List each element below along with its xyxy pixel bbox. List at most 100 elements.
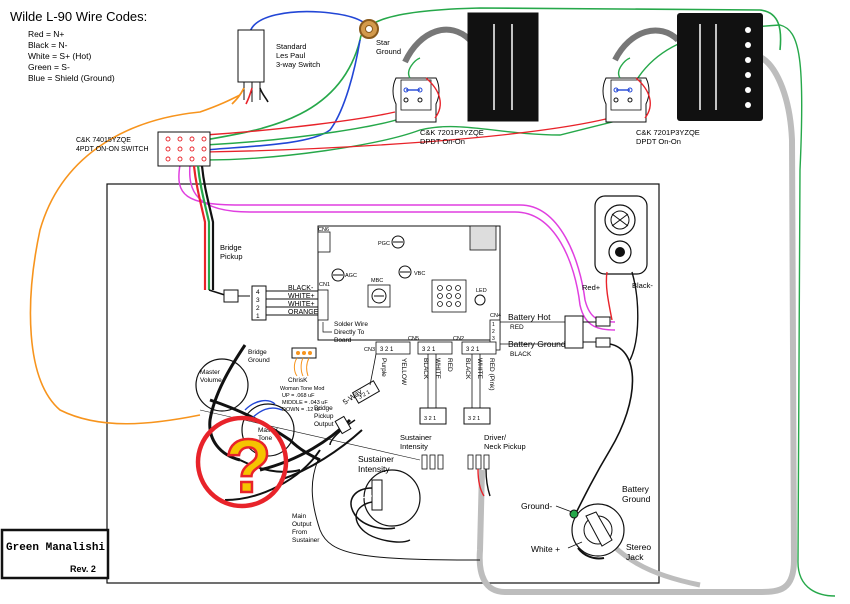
dpdt-switch-right: C&K 7201P3YZQE DPDT On-On [602, 57, 700, 146]
pickup-neck [467, 12, 539, 122]
five-way-plug-pins: 3 2 1 [358, 390, 372, 401]
main-output-label: Main [292, 513, 306, 520]
mbc-trimmer: MBC [367, 278, 391, 308]
sustainer-plug-pins: 3 2 1 [424, 416, 436, 422]
cn1-wire-label: ORANGE [288, 309, 319, 316]
driver-plug: 3 2 1 Driver/ Neck Pickup [463, 354, 526, 497]
battery-ground-jack-label: Ground [622, 494, 651, 504]
control-cavity-outline [106, 183, 660, 584]
cn4-pin: 3 [492, 336, 495, 342]
sustainer-intensity-top-label: Sustainer [400, 433, 432, 442]
cn1-wire-label: BLACK- [288, 285, 314, 292]
blue-wire-down [204, 39, 361, 151]
vbc-label: VBC [414, 271, 425, 277]
dpdt-left-label: C&K 7201P3YZQE [420, 128, 484, 137]
green-manalishi-logo: Green Manalishi Rev. 2 [0, 528, 110, 580]
cn3-wire-yellow: YELLOW [400, 358, 407, 386]
battery-connector: Battery Hot RED Battery Ground BLACK [500, 312, 611, 358]
sustainer-intensity-label: Sustainer [358, 454, 394, 464]
agc-label: AGC [345, 273, 357, 279]
cn2-wire: RED (Pink) [488, 358, 495, 391]
cn5-wire: RED [446, 358, 453, 372]
sustainer-board: CN6 CN1 AGC PGC MBC VBC [317, 225, 501, 351]
bridge-pickup-label: Pickup [220, 252, 243, 261]
dip-pads [431, 279, 467, 313]
green-wire-lower [204, 24, 836, 597]
dpdt-right-label: C&K 7201P3YZQE [636, 128, 700, 137]
pgc-trimmer: PGC [378, 235, 405, 249]
battery-black-wire [629, 271, 639, 361]
main-output-label: From [292, 529, 307, 536]
bridge-output-label: Bridge [314, 405, 333, 412]
cn1-pin: 2 [256, 305, 260, 312]
question-overlay: ? [195, 415, 289, 510]
chrisk-label: DOWN = .12 uF [282, 407, 322, 413]
driver-label: Neck Pickup [484, 442, 526, 451]
blue-wire [249, 10, 371, 33]
battery-red-plus: Red+ [582, 283, 601, 292]
cn2-pins: 3 2 1 [466, 347, 480, 353]
battery-ground-wire: BLACK [510, 351, 532, 358]
legend-item: Blue = Shield (Ground) [28, 73, 115, 83]
stereo-jack-label: Jack [626, 552, 644, 562]
logo-rev: Rev. 2 [70, 564, 96, 574]
battery-ground-wire-path [574, 343, 634, 516]
wire-to-dpdt-left-green [204, 114, 411, 146]
cn2-wire: WHITE [476, 358, 483, 380]
cn3-wire-purple: Purple [380, 358, 387, 377]
pickup-pole-pieces [745, 27, 751, 108]
pickup-bridge [677, 13, 763, 121]
battery-hot-wire: RED [510, 324, 524, 331]
driver-label: Driver/ [484, 433, 507, 442]
question-mark: ? [225, 424, 271, 509]
main-output-label: Output [292, 521, 312, 528]
master-volume-label: Volume [200, 377, 222, 384]
battery-ground-jack-label: Battery [622, 484, 650, 494]
bottom-headers: CN3 3 2 1 CN5 3 2 1 CN2 3 2 1 [364, 336, 497, 355]
pickup-cable-right [612, 27, 681, 62]
logo-name: Green Manalishi [6, 542, 105, 554]
cn3-label: CN3 [364, 347, 375, 353]
five-way-plug: 3 2 1 5-Way [341, 353, 381, 407]
bridge-pickup-lead: Bridge Pickup 4 3 2 1 BLACK- WHITE+ WHIT… [208, 243, 320, 321]
sustainer-intensity-plug: 3 2 1 Sustainer Intensity [400, 354, 447, 470]
battery-black-minus: Black- [632, 281, 653, 290]
dpdt-left-label: DPDT On-On [420, 137, 465, 146]
gray-shield-cable [476, 52, 798, 595]
cn1-pin: 1 [256, 313, 260, 320]
cn2-wire: BLACK [464, 358, 471, 380]
master-tone-label: Master [258, 427, 279, 434]
cn1-wire-label: WHITE+ [288, 293, 315, 300]
chrisk-label: MIDDLE = .043 uF [282, 400, 328, 406]
legend-item: Red = N+ [28, 29, 64, 39]
stereo-jack: Stereo Jack Ground- White + Battery Grou… [521, 484, 651, 562]
master-volume-label: Master [200, 369, 221, 376]
bridge-ground-label: Ground [248, 357, 270, 364]
bridge-output-plug [334, 415, 352, 435]
jack-ground-label: Ground- [521, 501, 552, 511]
three-way-switch-label: Les Paul [276, 51, 306, 60]
sustainer-intensity-top-label: Intensity [400, 442, 428, 451]
cn5-label: CN5 [408, 336, 419, 342]
star-ground-label: Ground [376, 47, 401, 56]
sustainer-intensity-label: Intensity [358, 464, 390, 474]
three-way-switch-label: Standard [276, 42, 306, 51]
three-way-switch: Standard Les Paul 3-way Switch [231, 29, 320, 105]
legend-item: Green = S- [28, 62, 70, 72]
dpdt-switch-left: C&K 7201P3YZQE DPDT On-On [392, 57, 484, 146]
cn4-pin: 2 [492, 329, 495, 335]
solder-note: Directly To [334, 329, 365, 336]
magenta-wire-1 [178, 164, 616, 323]
four-pdt-label: C&K 74015YZQE [76, 137, 131, 144]
jack-white-plus-label: White + [531, 544, 560, 554]
chrisk-label: ChrisK [288, 377, 308, 384]
dpdt-right-label: DPDT On-On [636, 137, 681, 146]
battery-red-wire [605, 271, 613, 321]
chrisk-label: Woman Tone Mod [280, 386, 324, 392]
bridge-output-label: Pickup [314, 413, 334, 420]
cn4-label: CN4 [490, 313, 501, 319]
star-ground: Star Ground [359, 19, 401, 56]
master-tone-label: Tone [258, 435, 272, 442]
battery-hot-label: Battery Hot [508, 312, 551, 322]
